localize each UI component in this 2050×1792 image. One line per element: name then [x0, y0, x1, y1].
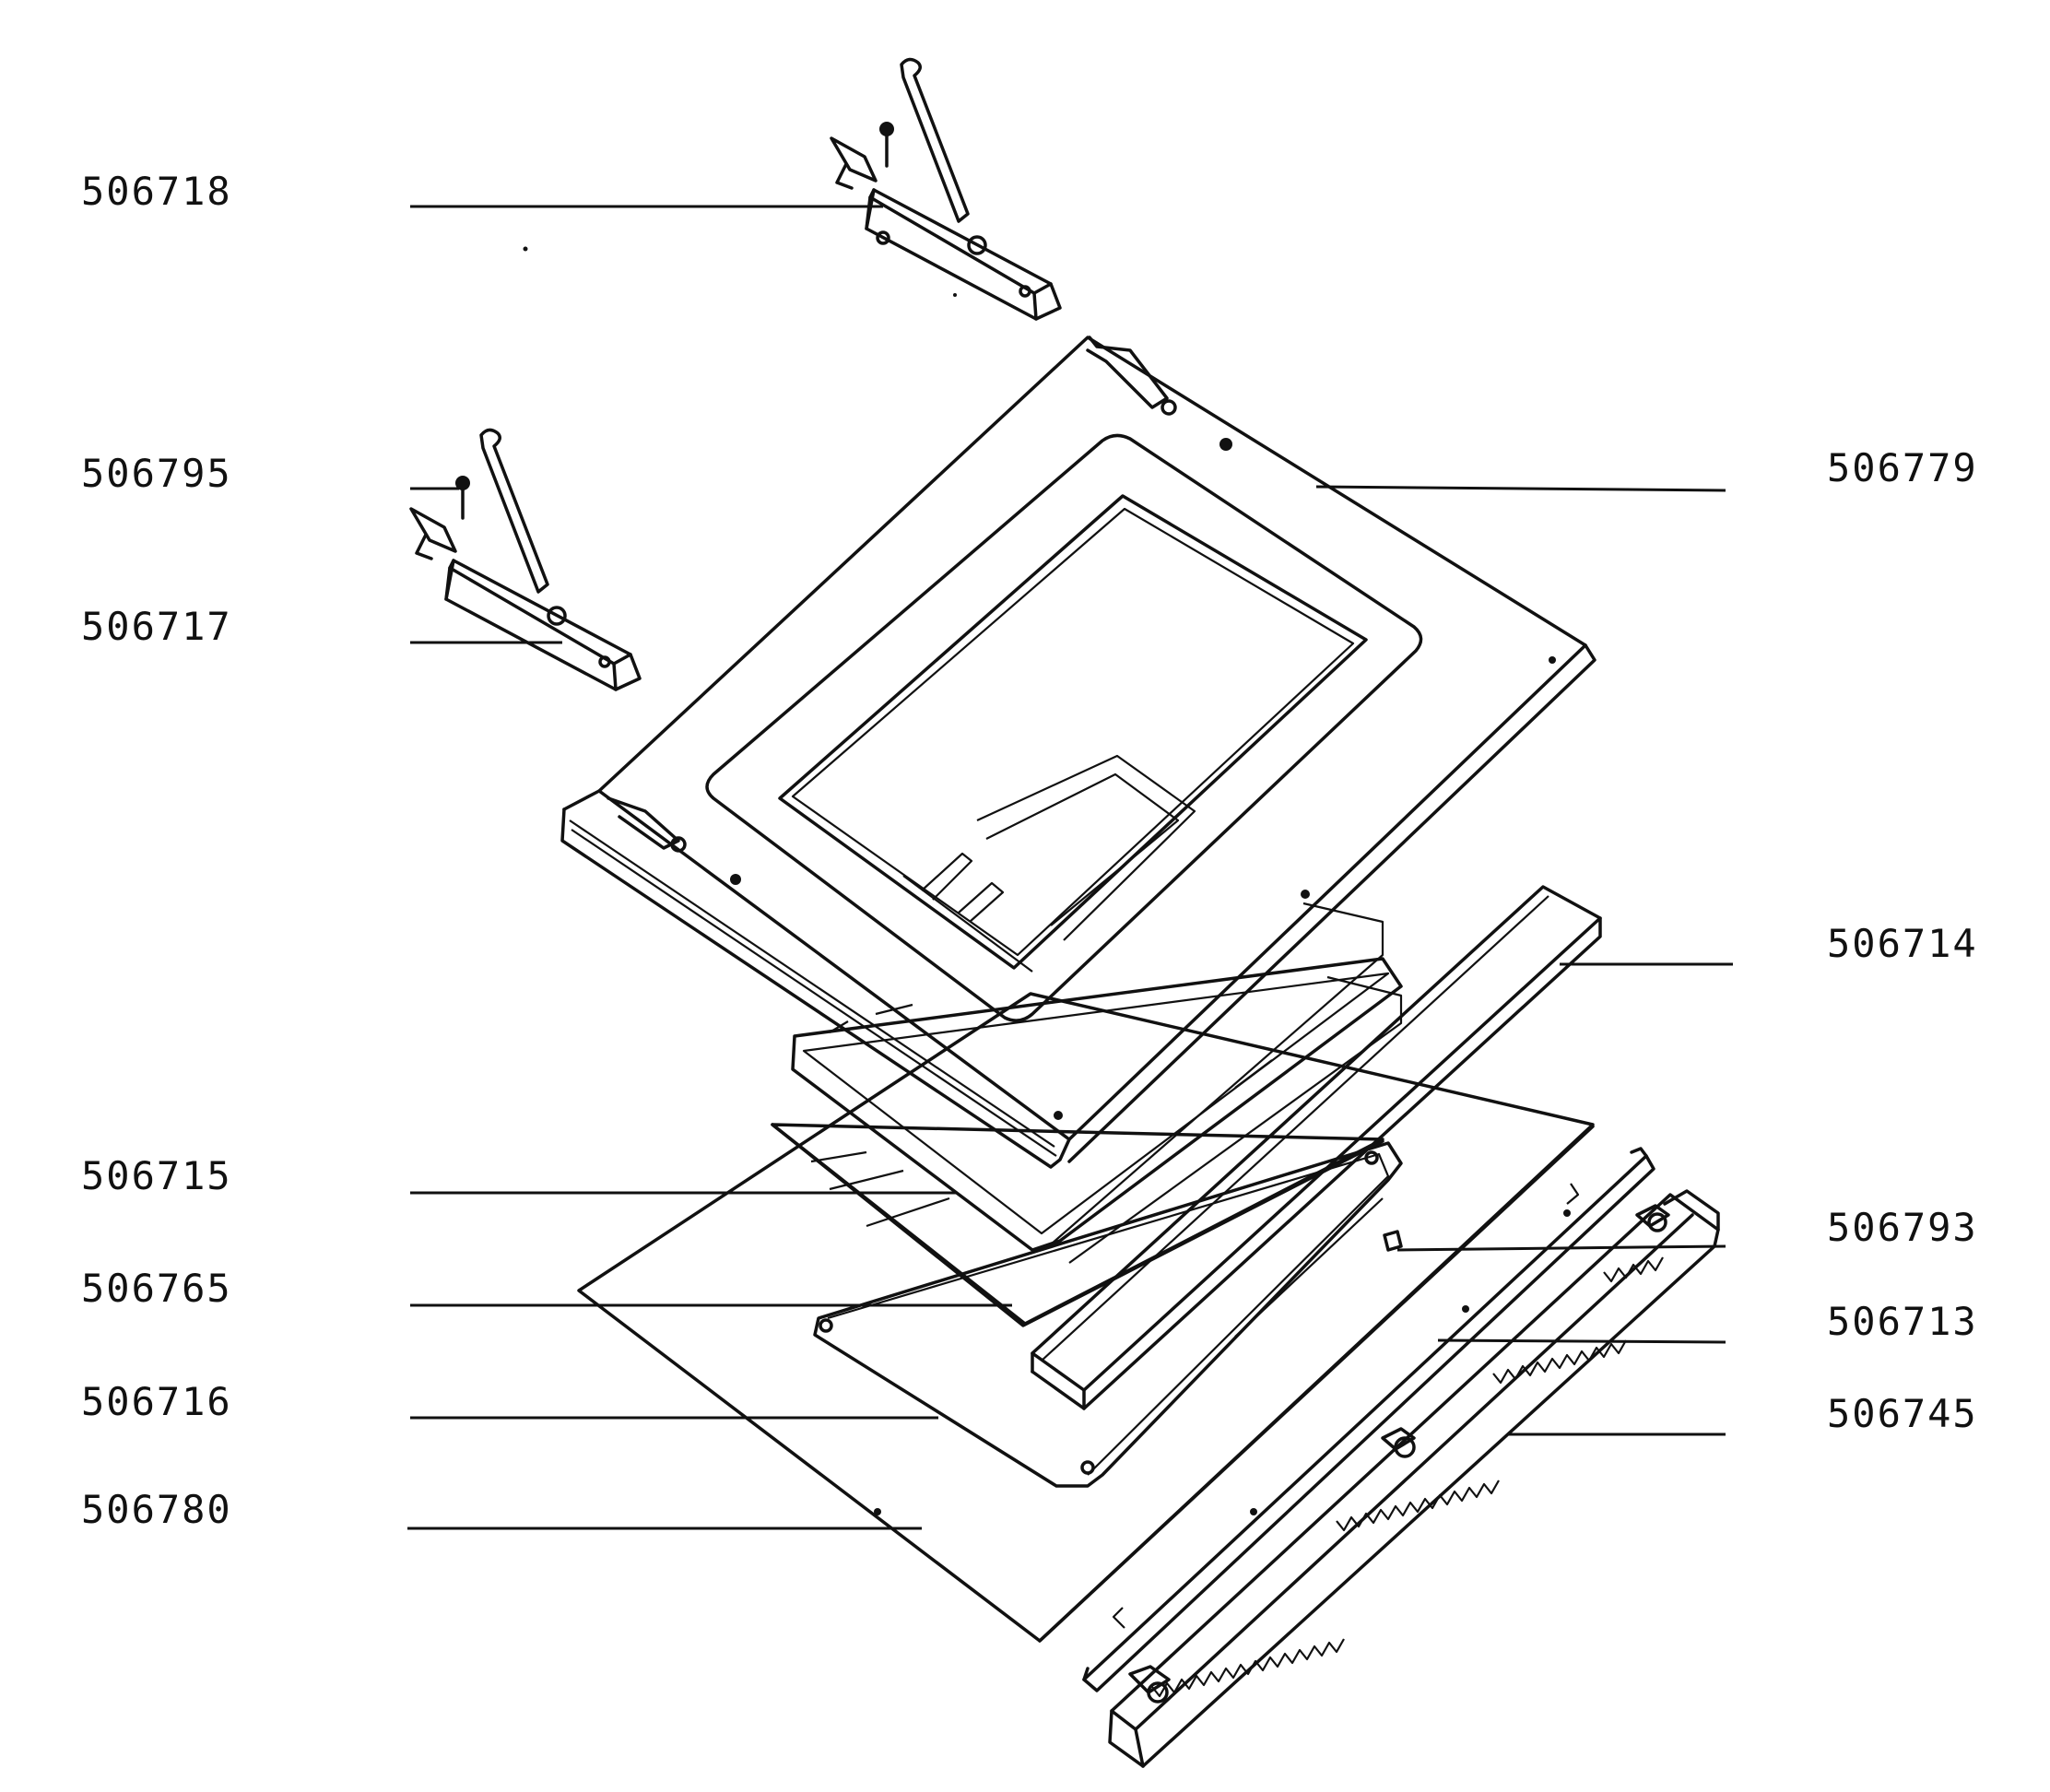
- handle-bar-icon: [1383, 1230, 1403, 1252]
- label-506793: 506793: [1827, 1205, 1978, 1250]
- speck: [523, 246, 528, 252]
- label-506717: 506717: [81, 604, 232, 649]
- leader-506779: [1315, 485, 1726, 492]
- hinge-icon: [409, 428, 642, 691]
- door-frame-icon: [560, 336, 1596, 1169]
- label-506765: 506765: [81, 1266, 232, 1311]
- label-506715: 506715: [81, 1153, 232, 1198]
- label-506795: 506795: [81, 451, 232, 496]
- door-panel-icon: [813, 1141, 1403, 1488]
- speck: [953, 293, 957, 297]
- label-506714: 506714: [1827, 921, 1978, 966]
- label-506713: 506713: [1827, 1299, 1978, 1344]
- label-506780: 506780: [81, 1487, 232, 1532]
- label-506745: 506745: [1827, 1391, 1978, 1436]
- label-506718: 506718: [81, 169, 232, 214]
- label-506716: 506716: [81, 1379, 232, 1424]
- glass-panel-icon: [577, 992, 1595, 1643]
- door-panel-icon: [1050, 902, 1403, 1264]
- handle-bar-icon: [1082, 1147, 1655, 1692]
- leader-lines: [407, 205, 1733, 1530]
- leader-506713: [1437, 1338, 1726, 1344]
- leader-506793: [1396, 1244, 1726, 1252]
- handle-bar-icon: [1031, 885, 1602, 1410]
- label-506779: 506779: [1827, 445, 1978, 490]
- hinge-icon: [830, 57, 1062, 321]
- hinge-icon: [1108, 1189, 1720, 1768]
